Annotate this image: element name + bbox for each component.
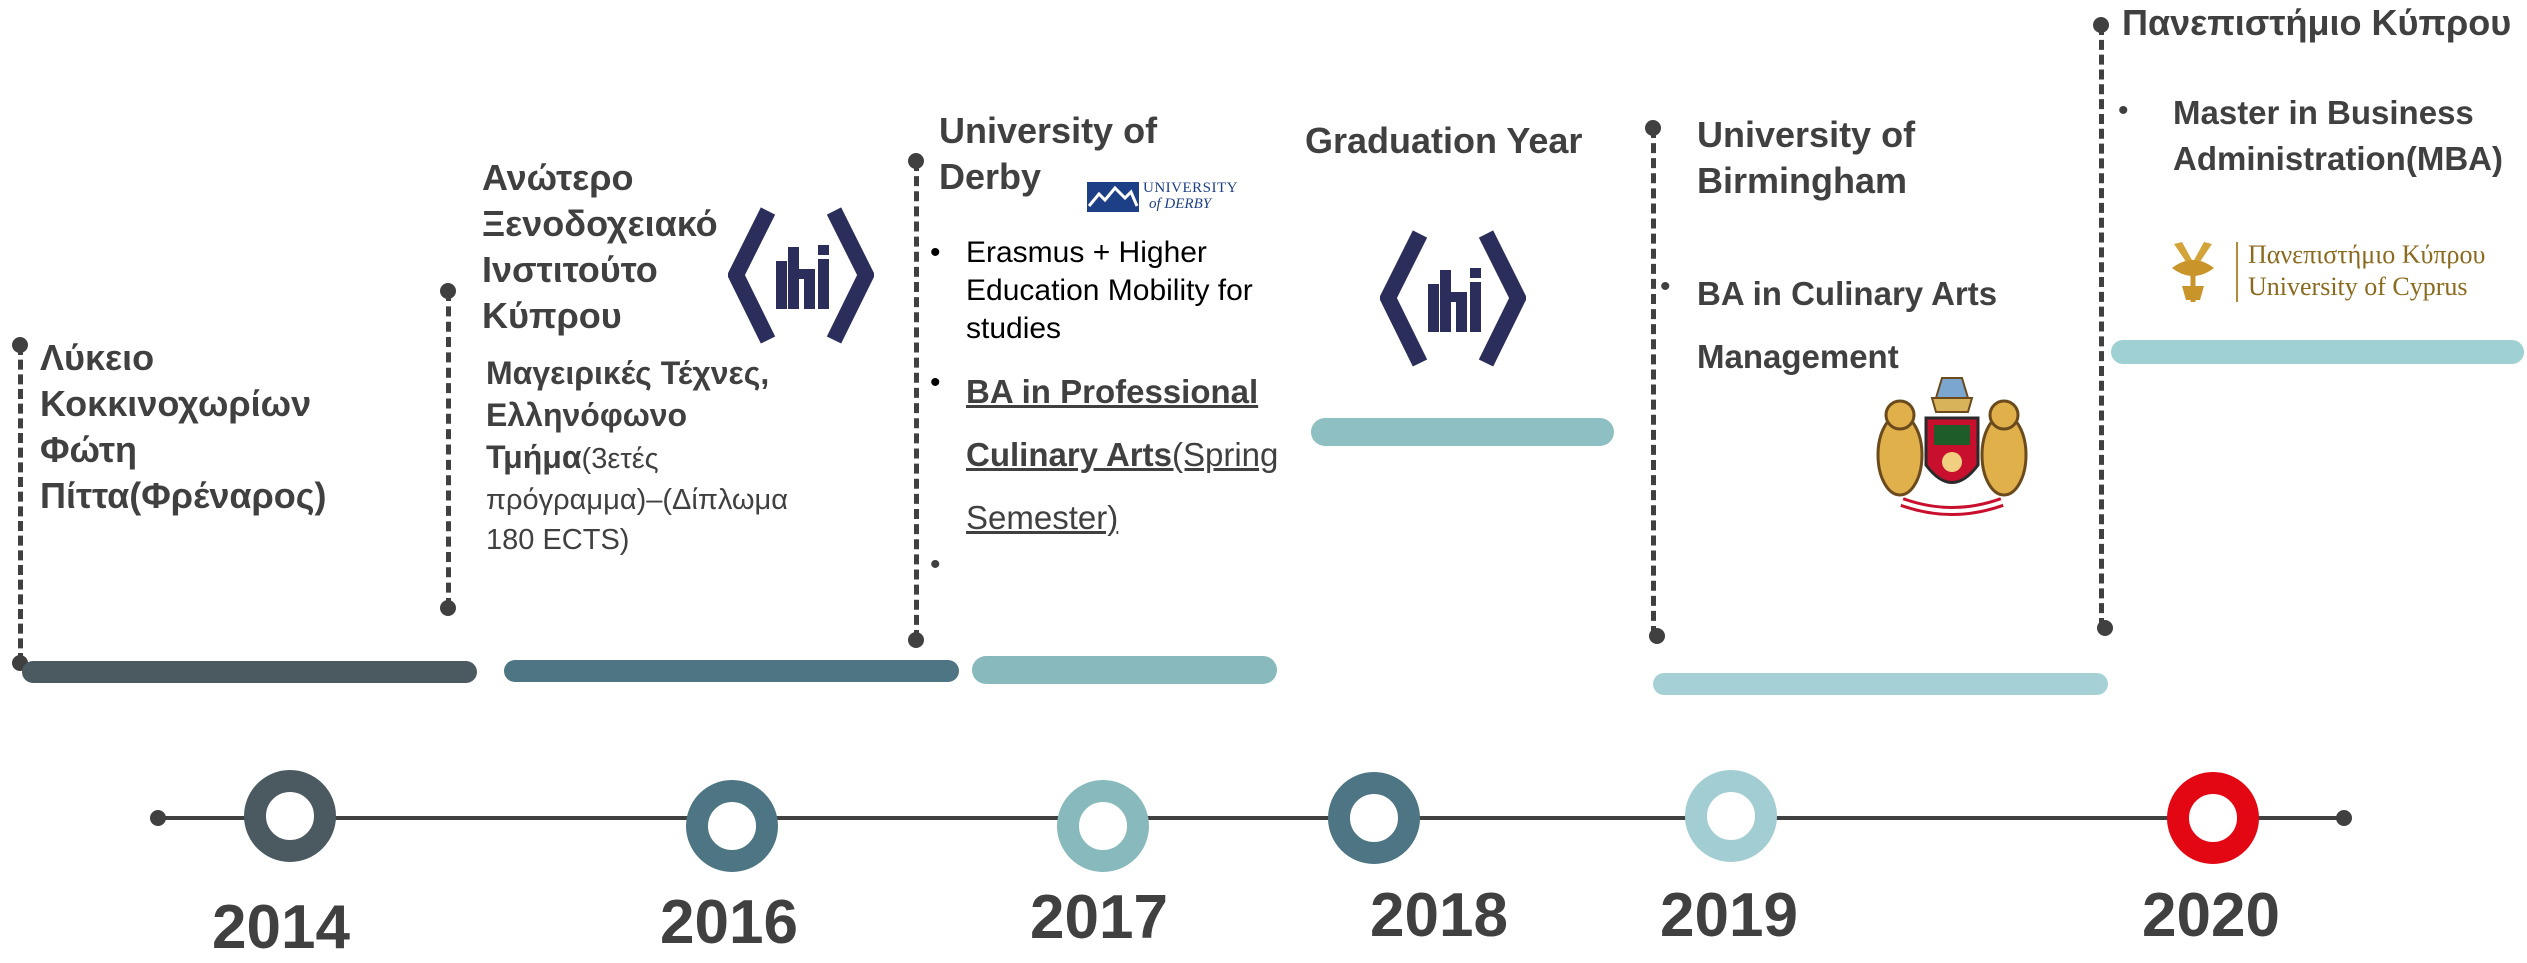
bullet-marker: • bbox=[2118, 94, 2129, 127]
connector-2014 bbox=[18, 345, 23, 663]
bullet-erasmus: Erasmus + Higher Education Mobility for … bbox=[966, 236, 1253, 345]
connector-dot bbox=[12, 337, 28, 353]
hi-logo-icon bbox=[1380, 230, 1526, 367]
institution-title-2014: Λύκειο Κοκκινοχωρίων Φώτη Πίττα(Φρέναρος… bbox=[40, 337, 327, 516]
institution-title-2016: Ανώτερο Ξενοδοχειακό Ινστιτούτο Κύπρου bbox=[482, 157, 718, 336]
bar-2019 bbox=[1653, 673, 2108, 695]
program-description-2016: Μαγειρικές Τέχνες, Ελληνόφωνο Τμήμα(3ετέ… bbox=[486, 355, 789, 556]
connector-dot bbox=[440, 283, 456, 299]
bar-2016 bbox=[504, 660, 959, 682]
derby-mountains-icon bbox=[1087, 182, 1139, 212]
bar-2014 bbox=[22, 661, 477, 683]
bar-2017 bbox=[972, 656, 1277, 684]
connector-2017 bbox=[914, 161, 919, 640]
cyprus-logo-english: University of Cyprus bbox=[2248, 272, 2468, 301]
year-label-2018: 2018 bbox=[1370, 881, 1508, 950]
institution-title-2020: Πανεπιστήμιο Κύπρου bbox=[2122, 2, 2512, 43]
timeline-axis-end bbox=[2336, 810, 2352, 826]
cyprus-wheat-icon bbox=[2172, 242, 2214, 302]
cyprus-logo-divider bbox=[2236, 242, 2238, 302]
bullet-mba: Master in Business Administration(MBA) bbox=[2173, 94, 2503, 177]
institution-title-2017: University of Derby bbox=[939, 110, 1158, 197]
bar-2020 bbox=[2111, 340, 2524, 364]
year-marker-2019 bbox=[1685, 770, 1777, 862]
bar-2018 bbox=[1311, 418, 1614, 446]
hi-logo-icon bbox=[728, 207, 874, 344]
connector-dot bbox=[908, 153, 924, 169]
connector-2020 bbox=[2099, 25, 2104, 628]
year-marker-2016 bbox=[686, 780, 778, 872]
year-label-2019: 2019 bbox=[1660, 881, 1798, 950]
institution-title-2019: University of Birmingham bbox=[1697, 114, 1916, 201]
connector-2016 bbox=[446, 291, 451, 608]
university-of-derby-logo: UNIVERSITY of DERBY bbox=[1087, 180, 1257, 216]
connector-dot bbox=[1645, 120, 1661, 136]
timeline-axis bbox=[158, 816, 2344, 820]
bullet-ba-professional-culinary: BA in Professional Culinary Arts(Spring … bbox=[966, 373, 1279, 536]
connector-dot bbox=[2093, 17, 2109, 33]
derby-logo-line1: UNIVERSITY bbox=[1143, 180, 1238, 196]
year-marker-2017 bbox=[1057, 780, 1149, 872]
graduation-title: Graduation Year bbox=[1305, 120, 1583, 161]
year-label-2020: 2020 bbox=[2142, 881, 2280, 950]
bullet-marker: • bbox=[930, 548, 941, 581]
connector-dot bbox=[2097, 620, 2113, 636]
bullet-marker: • bbox=[930, 236, 941, 269]
timeline-axis-start bbox=[150, 810, 166, 826]
connector-dot bbox=[908, 632, 924, 648]
connector-dot bbox=[1649, 628, 1665, 644]
birmingham-coat-of-arms-icon bbox=[1876, 377, 2028, 516]
year-marker-2018 bbox=[1328, 772, 1420, 864]
bullet-ba-culinary-management: BA in Culinary Arts Management bbox=[1697, 275, 1998, 375]
year-marker-2020 bbox=[2167, 772, 2259, 864]
cyprus-logo-greek: Πανεπιστήμιο Κύπρου bbox=[2248, 240, 2486, 269]
connector-dot bbox=[440, 600, 456, 616]
year-label-2014: 2014 bbox=[212, 893, 350, 962]
bullet-marker: • bbox=[1660, 270, 1671, 303]
year-marker-2014 bbox=[244, 770, 336, 862]
year-label-2017: 2017 bbox=[1030, 883, 1168, 952]
bullet-marker: • bbox=[930, 366, 941, 399]
year-label-2016: 2016 bbox=[660, 888, 798, 957]
university-of-cyprus-logo: Πανεπιστήμιο Κύπρου University of Cyprus bbox=[2160, 238, 2520, 310]
connector-2019 bbox=[1651, 128, 1656, 636]
derby-logo-line2: of DERBY bbox=[1149, 196, 1212, 212]
